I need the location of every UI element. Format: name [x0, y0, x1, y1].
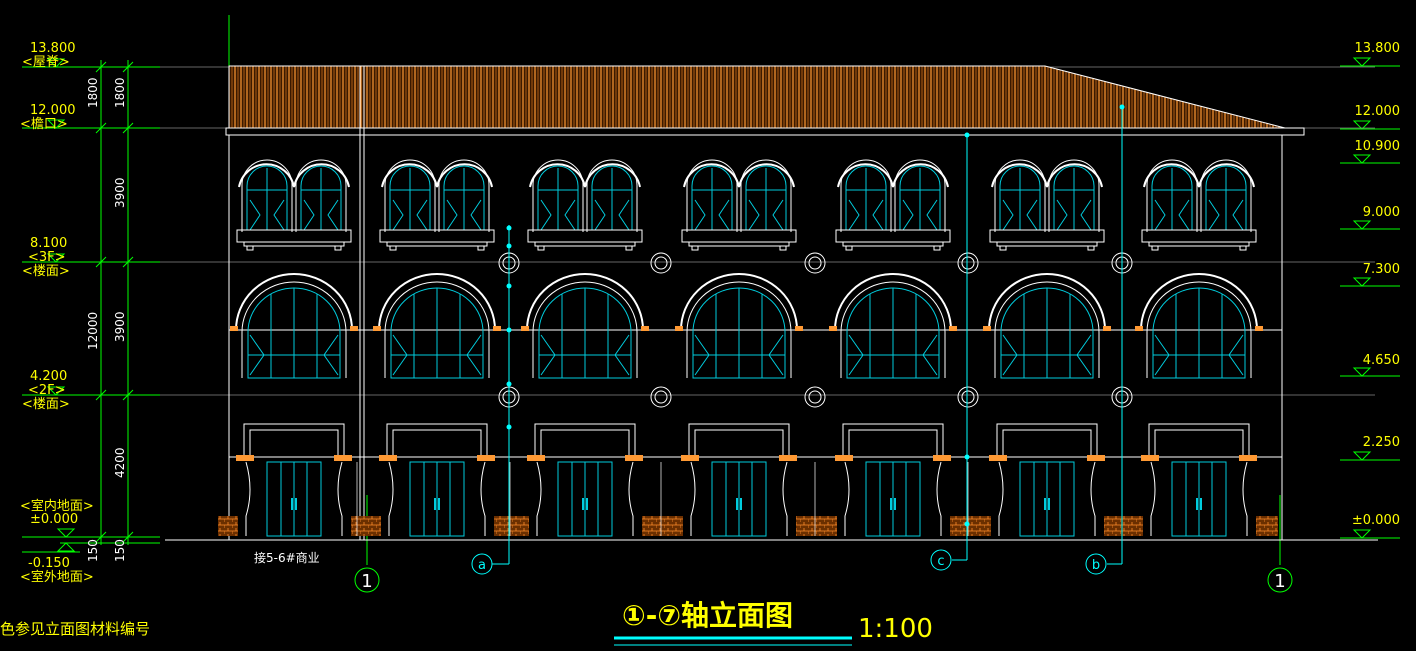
svg-text:a: a	[478, 558, 486, 573]
elev-outdoor-label: <室外地面>	[20, 569, 94, 585]
elev-12000: 12.000	[30, 103, 76, 118]
svg-text:2.250: 2.250	[1363, 435, 1400, 450]
facade-bays	[218, 159, 1278, 537]
bay-6	[971, 159, 1126, 537]
roof	[225, 65, 1305, 540]
bay-2	[361, 159, 516, 537]
elev-4200: 4.200	[30, 369, 67, 384]
bay-5	[817, 159, 972, 537]
bay-3	[509, 159, 664, 537]
svg-text:150: 150	[113, 539, 127, 562]
svg-text:12000: 12000	[86, 312, 100, 350]
elev-floor-label: <室内地面>	[20, 498, 94, 514]
right-elevation-labels: 13.800 12.000 10.900 9.000 7.300 4.650 2…	[1352, 41, 1400, 528]
svg-text:1800: 1800	[86, 77, 100, 108]
svg-text:7.300: 7.300	[1363, 262, 1400, 277]
svg-text:12.000: 12.000	[1355, 104, 1401, 119]
elev-8100: 8.100	[30, 236, 67, 251]
svg-text:3900: 3900	[113, 177, 127, 208]
axis-bubble-left: 1	[354, 567, 380, 593]
elev-13800: 13.800	[30, 41, 76, 56]
elev-13800-label: <屋脊>	[22, 55, 70, 70]
bay-4	[663, 159, 818, 537]
axis-right-label: 1	[1274, 571, 1285, 592]
axis-bubble-right: 1	[1267, 567, 1293, 593]
svg-text:c: c	[937, 554, 944, 569]
axis-leaders	[492, 107, 1123, 565]
axis-bubble-c: c	[930, 549, 952, 571]
drawing-title: ①-⑦轴立面图	[622, 599, 793, 632]
bay-7	[1123, 159, 1278, 537]
axis-bubble-a: a	[471, 553, 493, 575]
adjacent-note: 接5-6#商业	[254, 550, 320, 565]
svg-text:3900: 3900	[113, 311, 127, 342]
elev-4200-label2: <楼面>	[22, 397, 70, 412]
svg-text:9.000: 9.000	[1363, 205, 1400, 220]
svg-text:4200: 4200	[113, 447, 127, 478]
bay-1	[218, 159, 373, 537]
elev-8100-label: <3F>	[28, 250, 66, 265]
svg-text:4.650: 4.650	[1363, 353, 1400, 368]
elev-12000-label: <檐口>	[20, 117, 68, 132]
elev-4200-label: <2F>	[28, 383, 66, 398]
elev-8100-label2: <楼面>	[22, 264, 70, 279]
svg-text:150: 150	[86, 539, 100, 562]
facade-outline	[165, 135, 1378, 541]
drawing-scale: 1:100	[858, 614, 933, 644]
left-elevation-labels: 13.800 <屋脊> 12.000 <檐口> 8.100 <3F> <楼面> …	[20, 41, 94, 585]
svg-text:1800: 1800	[113, 77, 127, 108]
elev-000: ±0.000	[30, 512, 78, 527]
material-note: 色参见立面图材料编号	[0, 620, 150, 638]
svg-text:±0.000: ±0.000	[1352, 513, 1400, 528]
svg-text:13.800: 13.800	[1355, 41, 1401, 56]
axis-left-label: 1	[361, 571, 372, 592]
svg-text:10.900: 10.900	[1355, 139, 1401, 154]
svg-text:b: b	[1092, 558, 1100, 573]
axis-bubble-b: b	[1085, 553, 1107, 575]
elev-neg150: -0.150	[28, 556, 70, 571]
dimension-texts: 1800 12000 150 1800 3900 3900 4200 150	[86, 77, 127, 562]
